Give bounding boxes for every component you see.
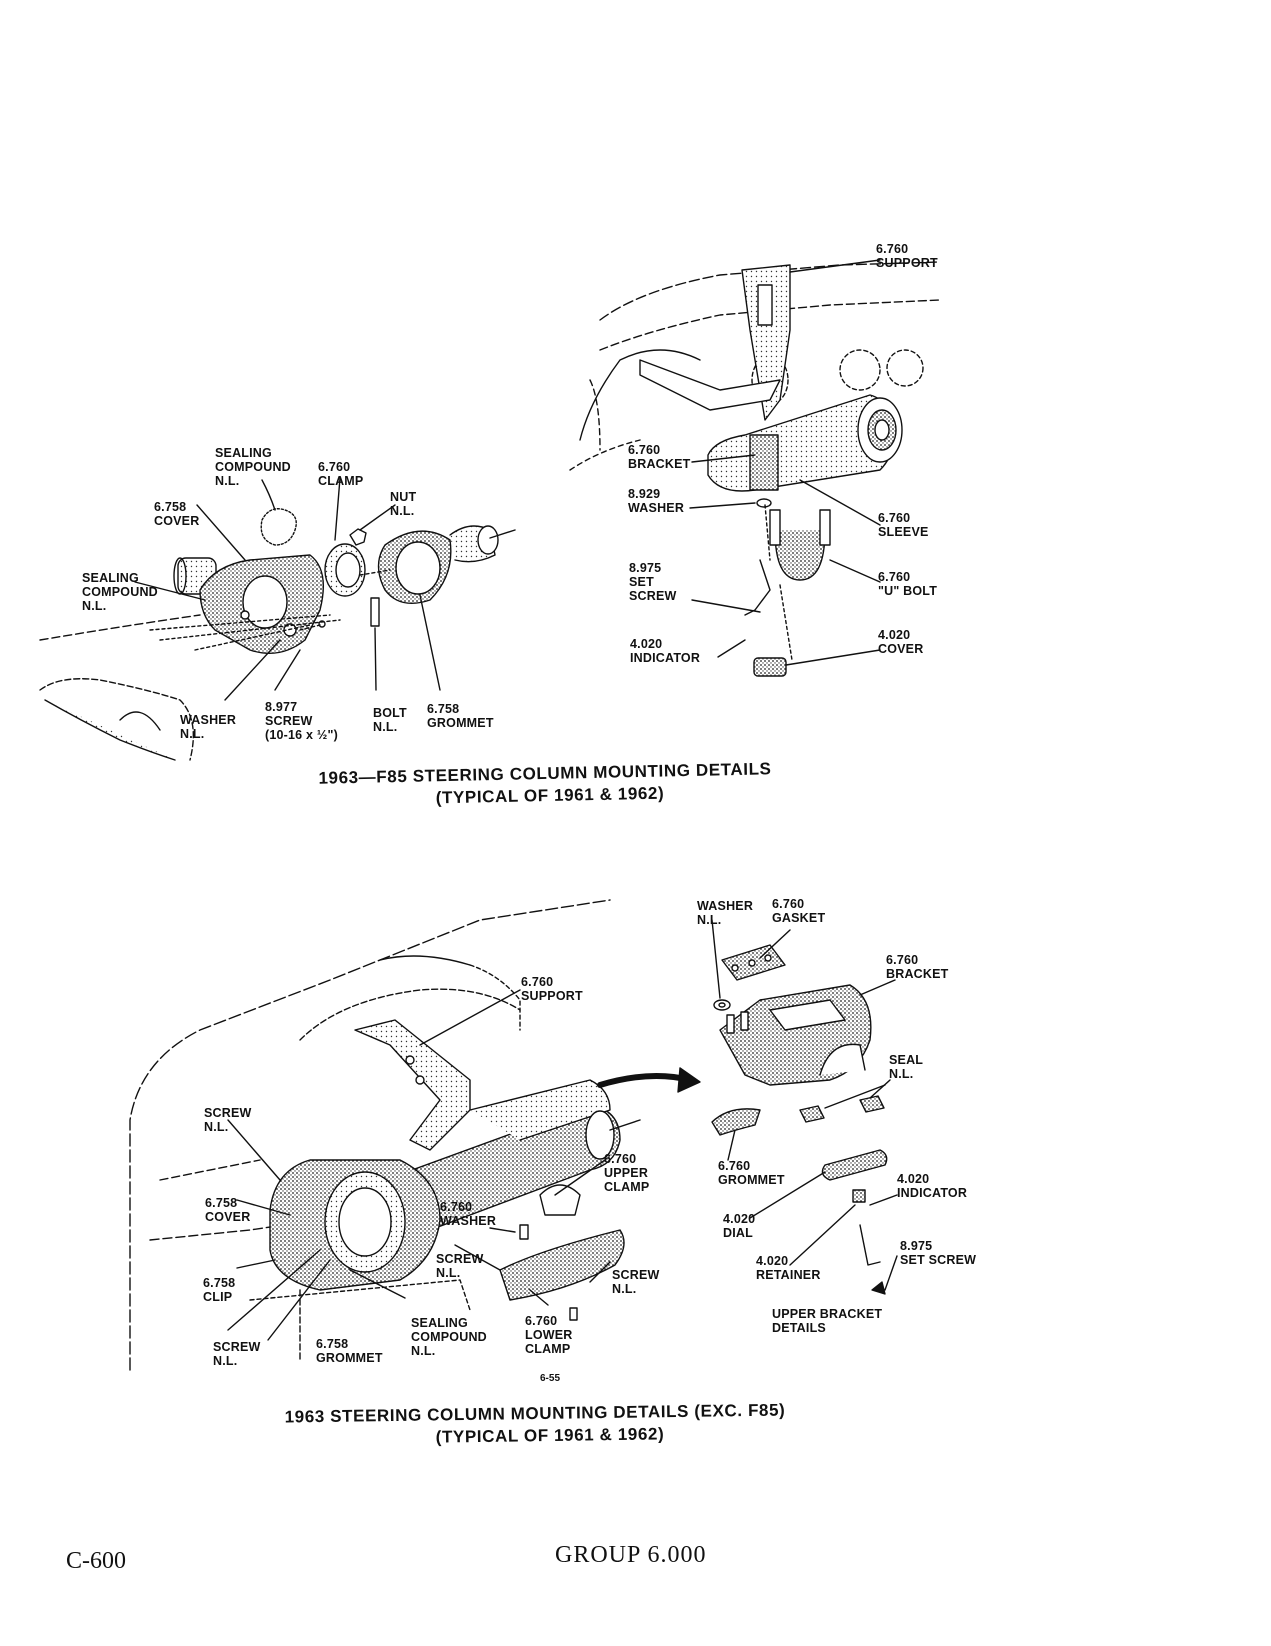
label-sealing-compound-2: SEALING COMPOUND N.L.	[411, 1316, 487, 1358]
label-seal: SEAL N.L.	[889, 1053, 924, 1081]
label-set-screw-2: 8.975 SET SCREW	[900, 1239, 977, 1267]
label-u-bolt: 6.760 "U" BOLT	[878, 570, 938, 598]
label-sealing-compound-top: SEALING COMPOUND N.L.	[215, 446, 291, 488]
label-screw-nl: SCREW N.L.	[204, 1106, 252, 1134]
label-grommet: 6.758 GROMMET	[427, 702, 494, 730]
figure-number: 6-55	[540, 1373, 561, 1384]
main-column-assembly	[129, 899, 701, 1371]
label-washer: WASHER N.L.	[180, 713, 237, 741]
label-grommet-2: 6.758 GROMMET	[316, 1337, 383, 1365]
label-gasket: 6.760 GASKET	[772, 897, 826, 925]
label-indicator-cover: 4.020 COVER	[878, 628, 924, 656]
label-set-screw: 8.975 SET SCREW	[629, 561, 677, 603]
label-bolt: BOLT N.L.	[373, 706, 407, 734]
label-washer-8929: 8.929 WASHER	[628, 487, 685, 515]
label-screw-nl-4: SCREW N.L.	[213, 1340, 261, 1368]
page-number: C-600	[66, 1548, 126, 1574]
f85-support-assembly	[569, 259, 941, 677]
label-upper-clamp: 6.760 UPPER CLAMP	[604, 1152, 650, 1194]
label-lower-clamp: 6.760 LOWER CLAMP	[525, 1314, 573, 1356]
label-cover-2: 6.758 COVER	[205, 1196, 251, 1224]
group-title: GROUP 6.000	[555, 1542, 707, 1568]
label-indicator-2: 4.020 INDICATOR	[897, 1172, 968, 1200]
label-sealing-compound-left: SEALING COMPOUND N.L.	[82, 571, 158, 613]
label-bracket-2: 6.760 BRACKET	[886, 953, 949, 981]
label-clamp: 6.760 CLAMP	[318, 460, 364, 488]
label-screw-nl-2: SCREW N.L.	[436, 1252, 484, 1280]
label-washer-2: 6.760 WASHER	[440, 1200, 497, 1228]
label-cover: 6.758 COVER	[154, 500, 200, 528]
label-screw: 8.977 SCREW (10-16 x ½")	[265, 700, 338, 742]
label-bracket: 6.760 BRACKET	[628, 443, 691, 471]
label-grommet-upper: 6.760 GROMMET	[718, 1159, 785, 1187]
label-support: 6.760 SUPPORT	[876, 242, 938, 270]
upper-bracket-details	[711, 919, 898, 1295]
label-clip: 6.758 CLIP	[203, 1276, 236, 1304]
label-washer-top: WASHER N.L.	[697, 899, 754, 927]
label-screw-nl-3: SCREW N.L.	[612, 1268, 660, 1296]
f85-exploded-assembly	[39, 477, 516, 761]
label-upper-bracket-details: UPPER BRACKET DETAILS	[772, 1307, 883, 1335]
label-nut: NUT N.L.	[390, 490, 417, 518]
label-retainer: 4.020 RETAINER	[756, 1254, 821, 1282]
label-dial: 4.020 DIAL	[723, 1212, 756, 1240]
label-indicator: 4.020 INDICATOR	[630, 637, 701, 665]
label-sleeve: 6.760 SLEEVE	[878, 511, 929, 539]
label-support-2: 6.760 SUPPORT	[521, 975, 583, 1003]
